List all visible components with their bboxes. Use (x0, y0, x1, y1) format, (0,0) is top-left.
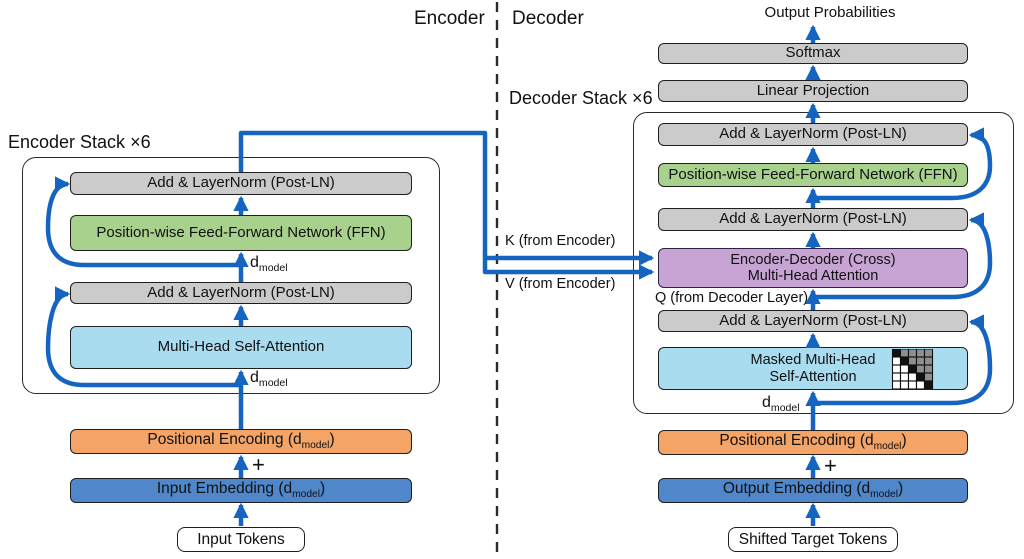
encoder-add-layernorm-top-box: Add & LayerNorm (Post-LN) (70, 172, 412, 195)
decoder-section-label: Decoder (512, 8, 584, 29)
box-label: Input Embedding (dmodel) (156, 480, 326, 501)
subscript: model (873, 441, 902, 453)
encoder-stack-label: Encoder Stack ×6 (8, 132, 151, 152)
input-embedding-box: Input Embedding (dmodel) (70, 478, 412, 503)
d-model-label: dmodel (762, 394, 800, 415)
subscript: model (258, 262, 288, 275)
cross-attention-box: Encoder-Decoder (Cross) Multi-Head Atten… (658, 248, 968, 288)
output-probabilities-label: Output Probabilities (764, 4, 896, 21)
linear-projection-box: Linear Projection (658, 80, 968, 102)
decoder-add-layernorm-3-box: Add & LayerNorm (Post-LN) (658, 310, 968, 332)
box-label: Add & LayerNorm (Post-LN) (719, 125, 907, 143)
encoder-positional-encoding-box: Positional Encoding (dmodel) (70, 429, 412, 454)
decoder-add-layernorm-2-box: Add & LayerNorm (Post-LN) (658, 208, 968, 231)
masked-self-attention-box: Masked Multi-Head Self-Attention (658, 347, 968, 390)
subscript: model (870, 489, 898, 501)
box-label: Input Tokens (197, 530, 285, 548)
d-model-label: dmodel (250, 369, 288, 390)
output-embedding-box: Output Embedding (dmodel) (658, 478, 968, 503)
subscript: model (258, 377, 288, 390)
box-label: Output Embedding (dmodel) (722, 480, 904, 501)
encoder-add-layernorm-bottom-box: Add & LayerNorm (Post-LN) (70, 282, 412, 304)
box-label: Add & LayerNorm (Post-LN) (719, 210, 907, 228)
encoder-ffn-box: Position-wise Feed-Forward Network (FFN) (70, 215, 412, 251)
subscript: model (301, 440, 330, 452)
decoder-positional-encoding-box: Positional Encoding (dmodel) (658, 430, 968, 455)
subscript: model (770, 402, 800, 415)
encoder-section-label: Encoder (414, 8, 485, 29)
encoder-self-attention-box: Multi-Head Self-Attention (70, 326, 412, 369)
plus-icon: + (252, 452, 265, 477)
box-label: Positional Encoding (dmodel) (147, 431, 335, 452)
shifted-target-tokens-box: Shifted Target Tokens (728, 527, 898, 552)
plus-icon: + (824, 453, 837, 478)
d-model-label: dmodel (250, 254, 288, 275)
box-label: Shifted Target Tokens (738, 530, 888, 548)
input-tokens-box: Input Tokens (177, 527, 305, 552)
box-label-line1: Encoder-Decoder (Cross) (730, 251, 896, 268)
q-from-decoder-label: Q (from Decoder Layer) (655, 290, 809, 306)
box-label: Add & LayerNorm (Post-LN) (147, 283, 335, 301)
decoder-add-layernorm-1-box: Add & LayerNorm (Post-LN) (658, 123, 968, 146)
box-label: Add & LayerNorm (Post-LN) (147, 174, 335, 192)
v-from-encoder-label: V (from Encoder) (505, 276, 616, 292)
box-label: Add & LayerNorm (Post-LN) (719, 311, 907, 329)
softmax-box: Softmax (658, 43, 968, 64)
box-label: Linear Projection (756, 81, 870, 99)
box-label: Softmax (785, 44, 841, 62)
box-label: Position-wise Feed-Forward Network (FFN) (668, 165, 958, 183)
k-from-encoder-label: K (from Encoder) (505, 233, 616, 249)
decoder-stack-label: Decoder Stack ×6 (509, 88, 653, 108)
box-label: Positional Encoding (dmodel) (719, 432, 907, 453)
box-label-line2: Multi-Head Attention (747, 268, 879, 284)
box-label-line1: Masked Multi-Head (750, 352, 876, 369)
box-label: Multi-Head Self-Attention (157, 338, 325, 356)
encoder-stack-container (22, 157, 440, 394)
box-label-line2: Self-Attention (769, 368, 857, 385)
subscript: model (292, 489, 320, 501)
decoder-ffn-box: Position-wise Feed-Forward Network (FFN) (658, 163, 968, 187)
box-label: Position-wise Feed-Forward Network (FFN) (96, 223, 386, 241)
